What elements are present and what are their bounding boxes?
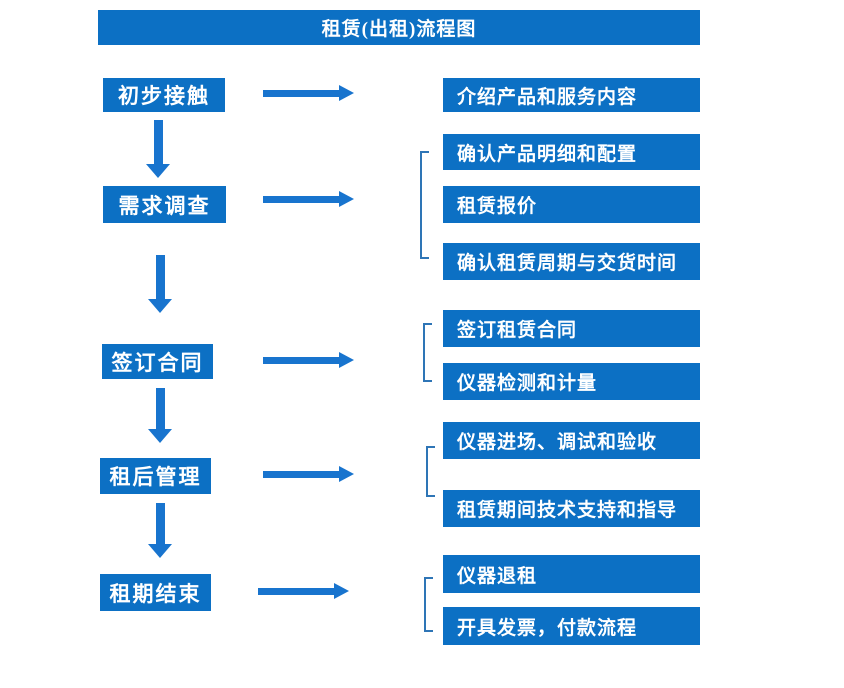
bracket bbox=[423, 323, 432, 382]
arrow-shaft bbox=[263, 89, 339, 97]
detail-box-rental-quotation: 租赁报价 bbox=[443, 186, 700, 223]
detail-box-sign-rental-contract: 签订租赁合同 bbox=[443, 310, 700, 347]
arrow-shaft bbox=[263, 356, 339, 364]
stage-box-initial-contact: 初步接触 bbox=[103, 78, 225, 112]
arrow-head bbox=[334, 583, 349, 599]
arrow-down-icon bbox=[146, 120, 170, 178]
arrow-shaft bbox=[155, 255, 165, 299]
arrow-shaft bbox=[258, 587, 334, 595]
arrow-right-icon bbox=[263, 352, 354, 368]
arrow-down-icon bbox=[148, 255, 172, 313]
arrow-right-icon bbox=[263, 466, 354, 482]
arrow-right-icon bbox=[258, 583, 349, 599]
arrow-right-icon bbox=[263, 191, 354, 207]
stage-box-sign-contract: 签订合同 bbox=[102, 344, 213, 379]
arrow-head bbox=[148, 429, 172, 443]
bracket bbox=[426, 446, 435, 497]
arrow-head bbox=[148, 544, 172, 558]
arrow-head bbox=[339, 466, 354, 482]
detail-box-confirm-rental-period: 确认租赁周期与交货时间 bbox=[443, 243, 700, 280]
title-bar: 租赁(出租)流程图 bbox=[98, 10, 700, 45]
bracket bbox=[420, 151, 429, 259]
stage-box-demand-survey: 需求调查 bbox=[103, 186, 226, 223]
arrow-down-icon bbox=[148, 503, 172, 558]
arrow-shaft bbox=[263, 195, 339, 203]
stage-box-post-rental-management: 租后管理 bbox=[100, 458, 211, 494]
bracket bbox=[424, 577, 433, 632]
detail-box-instrument-setup-acceptance: 仪器进场、调试和验收 bbox=[443, 422, 700, 459]
arrow-shaft bbox=[263, 470, 339, 478]
arrow-head bbox=[339, 191, 354, 207]
arrow-head bbox=[339, 85, 354, 101]
arrow-right-icon bbox=[263, 85, 354, 101]
detail-box-invoice-payment: 开具发票，付款流程 bbox=[443, 607, 700, 645]
detail-box-instrument-return: 仪器退租 bbox=[443, 555, 700, 593]
arrow-down-icon bbox=[148, 388, 172, 443]
arrow-shaft bbox=[155, 388, 165, 429]
detail-box-instrument-testing: 仪器检测和计量 bbox=[443, 363, 700, 400]
detail-box-technical-support: 租赁期间技术支持和指导 bbox=[443, 490, 700, 527]
arrow-shaft bbox=[153, 120, 163, 164]
arrow-head bbox=[146, 164, 170, 178]
stage-box-rental-end: 租期结束 bbox=[100, 574, 211, 611]
arrow-shaft bbox=[155, 503, 165, 544]
page-title: 租赁(出租)流程图 bbox=[321, 19, 477, 40]
arrow-head bbox=[339, 352, 354, 368]
arrow-head bbox=[148, 299, 172, 313]
detail-box-confirm-product-details: 确认产品明细和配置 bbox=[443, 134, 700, 170]
detail-box-introduce-products: 介绍产品和服务内容 bbox=[443, 78, 700, 112]
